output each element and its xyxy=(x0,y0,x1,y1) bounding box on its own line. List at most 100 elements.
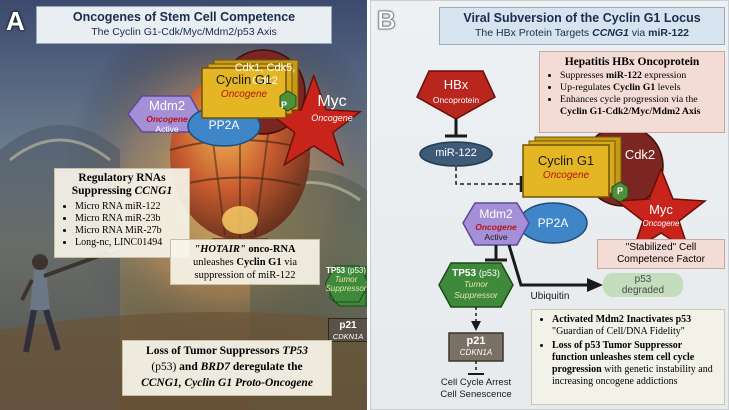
bottom-line2d: deregulate the xyxy=(230,361,303,373)
cyclin-g1-box xyxy=(201,67,287,119)
hotair-box: "HOTAIR" onco-RNA unleashes Cyclin G1 vi… xyxy=(170,239,320,285)
mdm2-sub1-b: Oncogene xyxy=(475,222,517,232)
myc-label: Myc xyxy=(317,93,347,110)
tp53-sub2-b: Suppressor xyxy=(454,290,498,300)
bullet1-c: "Guardian of Cell/DNA Fidelity" xyxy=(552,326,685,337)
mir122-ellipse xyxy=(419,141,493,167)
rna-item: Micro RNA miR-23b xyxy=(75,213,183,225)
hbx-item3-a: Enhances cycle progression via the xyxy=(560,94,698,105)
phospho-label-b: P xyxy=(616,186,623,196)
cell-arrest-label: Cell Cycle Arrest Cell Senescence xyxy=(421,377,531,401)
mdm2-label: Mdm2 xyxy=(148,98,186,113)
rna-heading: Regulatory RNAs Suppressing CCNG1 xyxy=(61,172,183,198)
pp2a-label: PP2A xyxy=(208,118,240,132)
bottom-line2c: BRD7 xyxy=(200,361,230,373)
p53-info-item: Loss of p53 Tumor Suppressor function un… xyxy=(552,340,718,388)
rna-heading-gene: CCNG1 xyxy=(134,185,173,197)
p53-info-list: Activated Mdm2 Inactivates p53"Guardian … xyxy=(538,314,718,388)
panel-a-subtitle: The Cyclin G1-Cdk/Myc/Mdm2/p53 Axis xyxy=(91,26,277,38)
panel-b-subtitle: The HBx Protein Targets CCNG1 via miR-12… xyxy=(440,27,724,39)
stabilized-box: "Stabilized" Cell Competence Factor xyxy=(597,239,725,269)
hbx-info-title: Hepatitis HBx Oncoprotein xyxy=(564,56,700,68)
hbx-info-box: Hepatitis HBx Oncoprotein Suppresses miR… xyxy=(539,51,725,133)
hotair-rest: onco-RNA xyxy=(245,244,296,255)
bullet1-b: Inactivates p53 xyxy=(623,314,692,325)
mdm2-sub2: Active xyxy=(155,124,179,134)
mdm2-label-b: Mdm2 xyxy=(479,207,513,221)
bullet2-b: with genetic instability and increasing … xyxy=(552,364,713,387)
cdk-label-line2: Cdk2 xyxy=(252,75,278,87)
hotair-name: "HOTAIR" xyxy=(194,244,246,255)
p53-degraded-line1: p53 xyxy=(634,274,652,285)
hbx-info-item: Suppresses miR-122 expression xyxy=(560,70,718,82)
tp53-sub1-a: Tumor xyxy=(334,275,358,284)
panel-a: A Oncogenes of Stem Cell Competence The … xyxy=(0,0,367,410)
tp53-hexagon-b xyxy=(438,262,514,308)
cyclin-g1-box-b xyxy=(522,144,610,198)
cell-arrest-line2: Cell Senescence xyxy=(440,389,512,400)
rna-box: Regulatory RNAs Suppressing CCNG1 Micro … xyxy=(54,168,190,258)
hbx-item1-b: miR-122 xyxy=(606,70,642,81)
tumor-suppressor-box: Loss of Tumor Suppressors TP53 (p53) and… xyxy=(122,340,332,396)
hbx-info-item: Enhances cycle progression via theCyclin… xyxy=(560,94,718,118)
mdm2-hexagon-b xyxy=(462,202,530,246)
panel-b-subtitle-d: miR-122 xyxy=(648,27,689,39)
cdk2-label: Cdk2 xyxy=(624,147,656,162)
cdk-label: Cdk1, Cdk5, Cdk2 xyxy=(230,62,300,88)
hotair-line3: suppression of miR-122 xyxy=(194,270,296,281)
hbx-item2-a: Up-regulates xyxy=(560,82,614,93)
hbx-shape xyxy=(416,70,496,120)
tp53-label-b: TP53 (p53) Tumor Suppressor xyxy=(439,268,513,301)
bottom-line1a: Loss of Tumor Suppressors xyxy=(146,345,283,357)
rna-heading-line2: Suppressing xyxy=(71,185,132,197)
hotair-line2a: unleashes xyxy=(192,257,237,268)
rna-item: Micro RNA miR-122 xyxy=(75,201,183,213)
tp53-hexagon-a xyxy=(325,265,367,303)
hbx-item2-b: Cyclin G1 xyxy=(613,82,656,93)
p21-sub-a: CDKN1A xyxy=(332,332,364,341)
hbx-item1-c: expression xyxy=(641,70,687,81)
mdm2-sub1: Oncogene xyxy=(146,114,188,124)
bottom-line2b: and xyxy=(176,361,201,373)
p21-box-a: p21 CDKN1A xyxy=(328,318,367,342)
ubiquitin-label: Ubiquitin xyxy=(530,291,570,302)
rna-list: Micro RNA miR-122 Micro RNA miR-23b Micr… xyxy=(61,201,183,249)
tp53-sub1-b: Tumor xyxy=(464,279,488,289)
panel-b-title-box: Viral Subversion of the Cyclin G1 Locus … xyxy=(439,7,725,45)
panel-b-diagram xyxy=(416,70,708,375)
panel-b: B Viral Subversion of the Cyclin G1 Locu… xyxy=(370,0,729,410)
p53-info-box: Activated Mdm2 Inactivates p53"Guardian … xyxy=(531,309,725,405)
cdk-label-line1: Cdk1, Cdk5, xyxy=(234,62,296,74)
tp53-sub2-a: Suppressor xyxy=(325,284,367,293)
mdm2-sub2-b: Active xyxy=(484,232,508,242)
bullet1-a: Activated Mdm2 xyxy=(552,314,624,325)
p53-degraded-label: p53 degraded xyxy=(603,274,683,296)
rna-item: Micro RNA MiR-27b xyxy=(75,225,183,237)
panel-b-letter: B xyxy=(377,5,397,36)
hotair-line2c: via xyxy=(281,257,298,268)
phospho-label: P xyxy=(280,100,287,110)
phospho-hexagon-b xyxy=(611,181,629,203)
rna-heading-line1: Regulatory RNAs xyxy=(78,172,166,184)
mir122-label: miR-122 xyxy=(435,147,477,159)
hbx-sub: Oncoprotein xyxy=(432,95,480,105)
panel-a-title: Oncogenes of Stem Cell Competence xyxy=(72,10,296,24)
rna-item: Long-nc, LINC01494 xyxy=(75,237,183,249)
panel-b-subtitle-a: The HBx Protein Targets xyxy=(474,27,593,39)
phospho-hexagon xyxy=(279,90,297,112)
cyclin-g1-sub-b: Oncogene xyxy=(542,170,590,181)
myc-sub: Oncogene xyxy=(311,113,353,123)
hbx-item2-c: levels xyxy=(655,82,681,93)
hotair-line2b: Cyclin G1 xyxy=(236,257,282,268)
bottom-line3: CCNG1, Cyclin G1 Proto-Oncogene xyxy=(141,377,313,389)
stabilized-line2: Competence Factor xyxy=(617,254,705,265)
p21-sub-b: CDKN1A xyxy=(459,348,493,357)
tp53-name-a: TP53 xyxy=(325,266,346,275)
panel-a-complex xyxy=(127,49,363,167)
p21-label-b: p21 xyxy=(466,335,486,347)
myc-label-b: Myc xyxy=(649,202,673,217)
panel-a-title-box: Oncogenes of Stem Cell Competence The Cy… xyxy=(36,6,332,44)
panel-b-subtitle-c: via xyxy=(628,27,649,39)
cyclin-g1-label: Cyclin G1 xyxy=(215,72,273,87)
panel-a-letter: A xyxy=(6,6,25,36)
